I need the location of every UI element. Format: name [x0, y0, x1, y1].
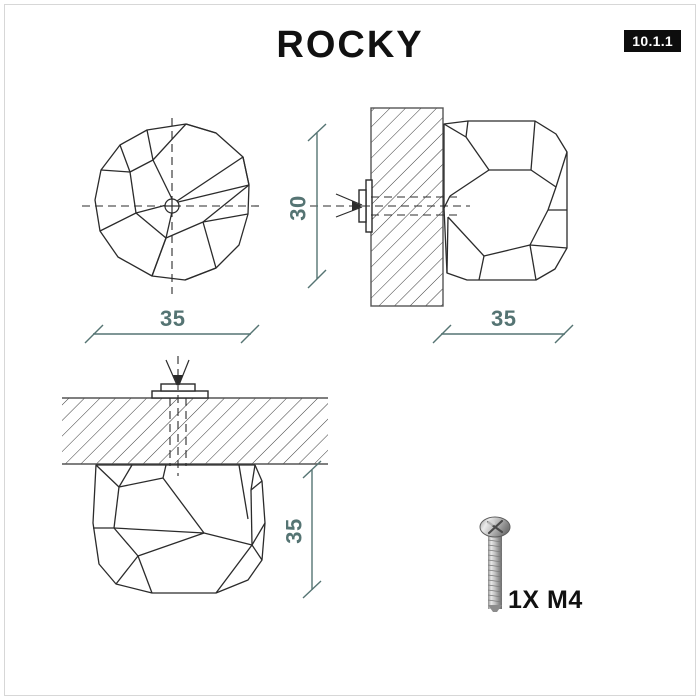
- center-mark-circle: [164, 198, 180, 214]
- page-title: ROCKY: [276, 24, 424, 66]
- center-mark-cross: [164, 198, 180, 214]
- bottom-view-centerline: [169, 356, 187, 476]
- side-view-centerline: [310, 196, 470, 216]
- screw-hardware: [479, 516, 511, 612]
- bottom-view-knob: [92, 464, 266, 594]
- side-view-knob: [443, 120, 568, 281]
- panel-fixing-arrow: [165, 359, 190, 386]
- phillips-recess: [486, 519, 504, 535]
- dimension-label-side-depth: 35: [491, 306, 517, 331]
- page-number-badge: 10.1.1: [624, 30, 681, 52]
- panel-section: [62, 397, 328, 465]
- wall-fixing-plate: [358, 179, 373, 233]
- sheet-border: [4, 4, 696, 696]
- dimension-label-bottom-drop: 35: [281, 518, 307, 544]
- wall-section: [370, 107, 444, 307]
- dimension-label-side-height: 30: [285, 195, 311, 221]
- panel-fixing-plate: [151, 383, 209, 399]
- wall-fixing-arrow: [335, 193, 363, 218]
- dimension-label-front-width: 35: [160, 306, 186, 331]
- front-view-knob: [94, 123, 250, 281]
- front-view-centerlines: [82, 118, 262, 294]
- screw-head: [479, 516, 511, 538]
- screw-quantity-label: 1X M4: [508, 586, 583, 614]
